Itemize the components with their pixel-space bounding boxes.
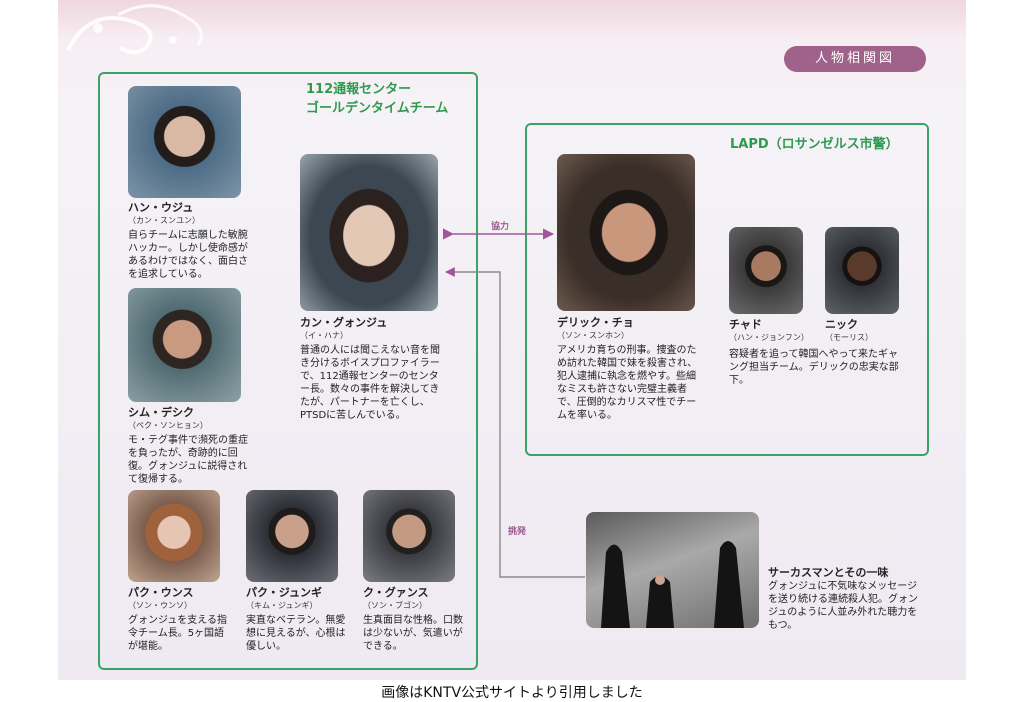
name-shim-desik: シム・デシク xyxy=(128,406,194,419)
name-derek-cho: デリック・チョ xyxy=(557,316,634,329)
actor-park-unsu: （ソン・ウンソ） xyxy=(128,601,192,610)
desc-chad-nick: 容疑者を追って韓国へやって来たギャング担当チーム。デリックの忠実な部下。 xyxy=(729,349,899,386)
name-chad: チャド xyxy=(729,318,762,331)
desc-park-unsu: グォンジュを支える指令チーム長。5ヶ国語が堪能。 xyxy=(128,615,227,652)
actor-ku-gwangsu: （ソン・ブゴン） xyxy=(363,601,427,610)
person-derek-cho: デリック・チョ （ソン・スンホン） アメリカ育ちの刑事。捜査のため訪れた韓国で妹… xyxy=(557,316,705,422)
actor-chad: （ハン・ジョンフン） xyxy=(729,333,809,342)
photo-kang-gwonju xyxy=(300,154,438,311)
photo-park-jungi xyxy=(246,490,338,582)
person-nick: ニック （モーリス） xyxy=(825,318,915,346)
actor-han-uju: （カン・スンユン） xyxy=(128,216,200,225)
name-park-unsu: パク・ウンス xyxy=(128,586,194,599)
name-park-jungi: パク・ジュンギ xyxy=(246,586,323,599)
actor-kang-gwonju: （イ・ハナ） xyxy=(300,331,348,340)
person-chad: チャド （ハン・ジョンフン） xyxy=(729,318,819,346)
actor-nick: （モーリス） xyxy=(825,333,873,342)
person-park-unsu: パク・ウンス （ソン・ウンソ） グォンジュを支える指令チーム長。5ヶ国語が堪能。 xyxy=(128,586,234,653)
desc-circus-gang: グォンジュに不気味なメッセージを送り続ける連続殺人犯。グォンジュのように人並み外… xyxy=(768,581,918,631)
person-kang-gwonju: カン・グォンジュ （イ・ハナ） 普通の人には聞こえない音を聞き分けるボイスプロフ… xyxy=(300,316,448,422)
provoke-line xyxy=(445,267,585,578)
actor-derek-cho: （ソン・スンホン） xyxy=(557,331,629,340)
group-112-title: 112通報センター ゴールデンタイムチーム xyxy=(306,80,448,118)
photo-han-uju xyxy=(128,86,241,198)
person-circus-gang: サーカスマンとその一味 グォンジュに不気味なメッセージを送り続ける連続殺人犯。グ… xyxy=(768,566,918,632)
photo-nick xyxy=(825,227,899,314)
name-nick: ニック xyxy=(825,318,858,331)
desc-park-jungi: 実直なベテラン。無愛想に見えるが、心根は優しい。 xyxy=(246,615,346,652)
photo-ku-gwangsu xyxy=(363,490,455,582)
chad-nick-desc: 容疑者を追って韓国へやって来たギャング担当チーム。デリックの忠実な部下。 xyxy=(729,348,907,387)
group-lapd-title: LAPD（ロサンゼルス市警） xyxy=(730,137,899,152)
group-lapd-box xyxy=(525,123,929,456)
group-112-box xyxy=(98,72,478,670)
cooperate-label: 協力 xyxy=(491,222,510,232)
name-circus-gang: サーカスマンとその一味 xyxy=(768,566,889,579)
photo-park-unsu xyxy=(128,490,220,582)
person-ku-gwangsu: ク・グァンス （ソン・ブゴン） 生真面目な性格。口数は少ないが、気遣いができる。 xyxy=(363,586,469,653)
name-han-uju: ハン・ウジュ xyxy=(128,201,194,214)
desc-shim-desik: モ・テグ事件で瀕死の重症を負ったが、奇跡的に回復。グォンジュに説得されて復帰する… xyxy=(128,435,248,485)
name-ku-gwangsu: ク・グァンス xyxy=(363,586,429,599)
desc-ku-gwangsu: 生真面目な性格。口数は少ないが、気遣いができる。 xyxy=(363,615,463,652)
person-shim-desik: シム・デシク （ペク・ソンヒョン） モ・テグ事件で瀕死の重症を負ったが、奇跡的に… xyxy=(128,406,252,486)
person-park-jungi: パク・ジュンギ （キム・ジュンギ） 実直なベテラン。無愛想に見えるが、心根は優し… xyxy=(246,586,354,653)
group-112-title-line1: 112通報センター xyxy=(306,82,412,97)
actor-shim-desik: （ペク・ソンヒョン） xyxy=(128,421,208,430)
relation-connectors xyxy=(442,228,585,578)
group-112-title-line2: ゴールデンタイムチーム xyxy=(306,101,449,116)
desc-kang-gwonju: 普通の人には聞こえない音を聞き分けるボイスプロファイラーで、112通報センターの… xyxy=(300,345,440,421)
image-source-caption: 画像はKNTV公式サイトより引用しました xyxy=(381,685,643,701)
photo-circus-gang xyxy=(586,512,759,628)
photo-derek-cho xyxy=(557,154,695,311)
actor-park-jungi: （キム・ジュンギ） xyxy=(246,601,318,610)
chart-badge: 人物相関図 xyxy=(784,46,926,72)
photo-chad xyxy=(729,227,803,314)
floral-ornament xyxy=(66,4,203,55)
person-han-uju: ハン・ウジュ （カン・スンユン） 自らチームに志願した敏腕ハッカー。しかし使命感… xyxy=(128,201,252,281)
photo-shim-desik xyxy=(128,288,241,402)
correlation-chart: 人物相関図 112通報センター ゴールデンタイムチーム LAPD（ロサンゼルス市… xyxy=(58,0,966,680)
desc-derek-cho: アメリカ育ちの刑事。捜査のため訪れた韓国で妹を殺害され、犯人逮捕に執念を燃やす。… xyxy=(557,345,698,421)
desc-han-uju: 自らチームに志願した敏腕ハッカー。しかし使命感があるわけではなく、面白さを追求し… xyxy=(128,230,248,280)
name-kang-gwonju: カン・グォンジュ xyxy=(300,316,388,329)
circus-silhouettes xyxy=(601,541,744,628)
provoke-label: 挑発 xyxy=(508,527,527,537)
